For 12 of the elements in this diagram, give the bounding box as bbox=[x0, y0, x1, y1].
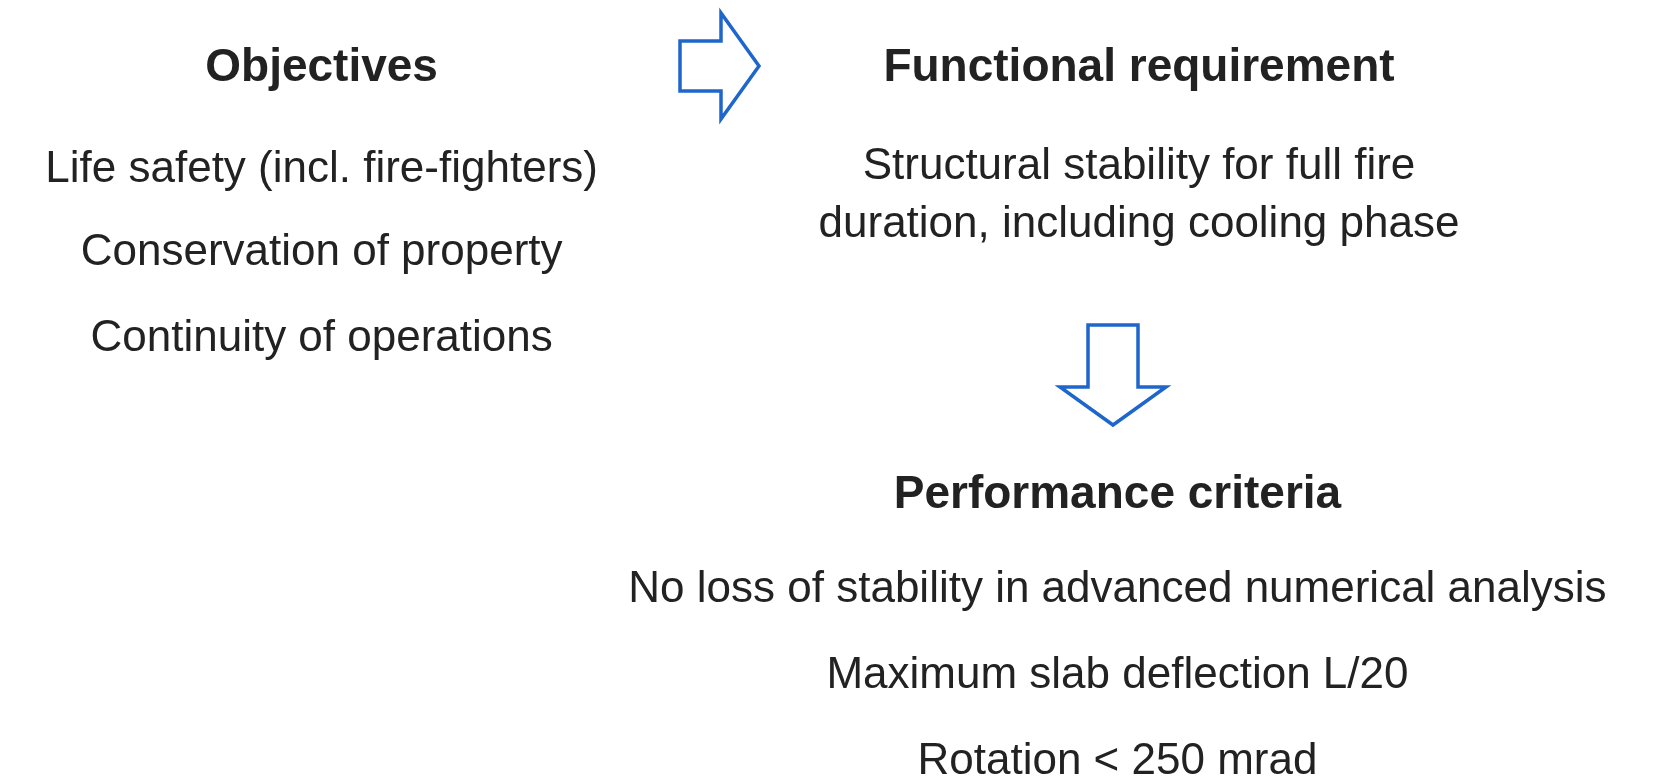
body-text: Continuity of operations bbox=[90, 310, 553, 362]
heading: Functional requirement bbox=[883, 38, 1395, 92]
body-text: Structural stability for full fire duration, including cooling phase bbox=[817, 138, 1461, 248]
heading: Performance criteria bbox=[893, 465, 1342, 519]
body-text: Rotation < 250 mrad bbox=[917, 733, 1318, 782]
block-arrow bbox=[1054, 323, 1172, 428]
heading: Objectives bbox=[205, 38, 438, 92]
body-text: Conservation of property bbox=[80, 224, 563, 276]
body-text: No loss of stability in advanced numerical analysis bbox=[628, 561, 1607, 613]
body-text: Life safety (incl. fire-fighters) bbox=[45, 141, 598, 193]
block-arrow bbox=[678, 7, 762, 125]
body-text: Maximum slab deflection L/20 bbox=[826, 647, 1409, 699]
